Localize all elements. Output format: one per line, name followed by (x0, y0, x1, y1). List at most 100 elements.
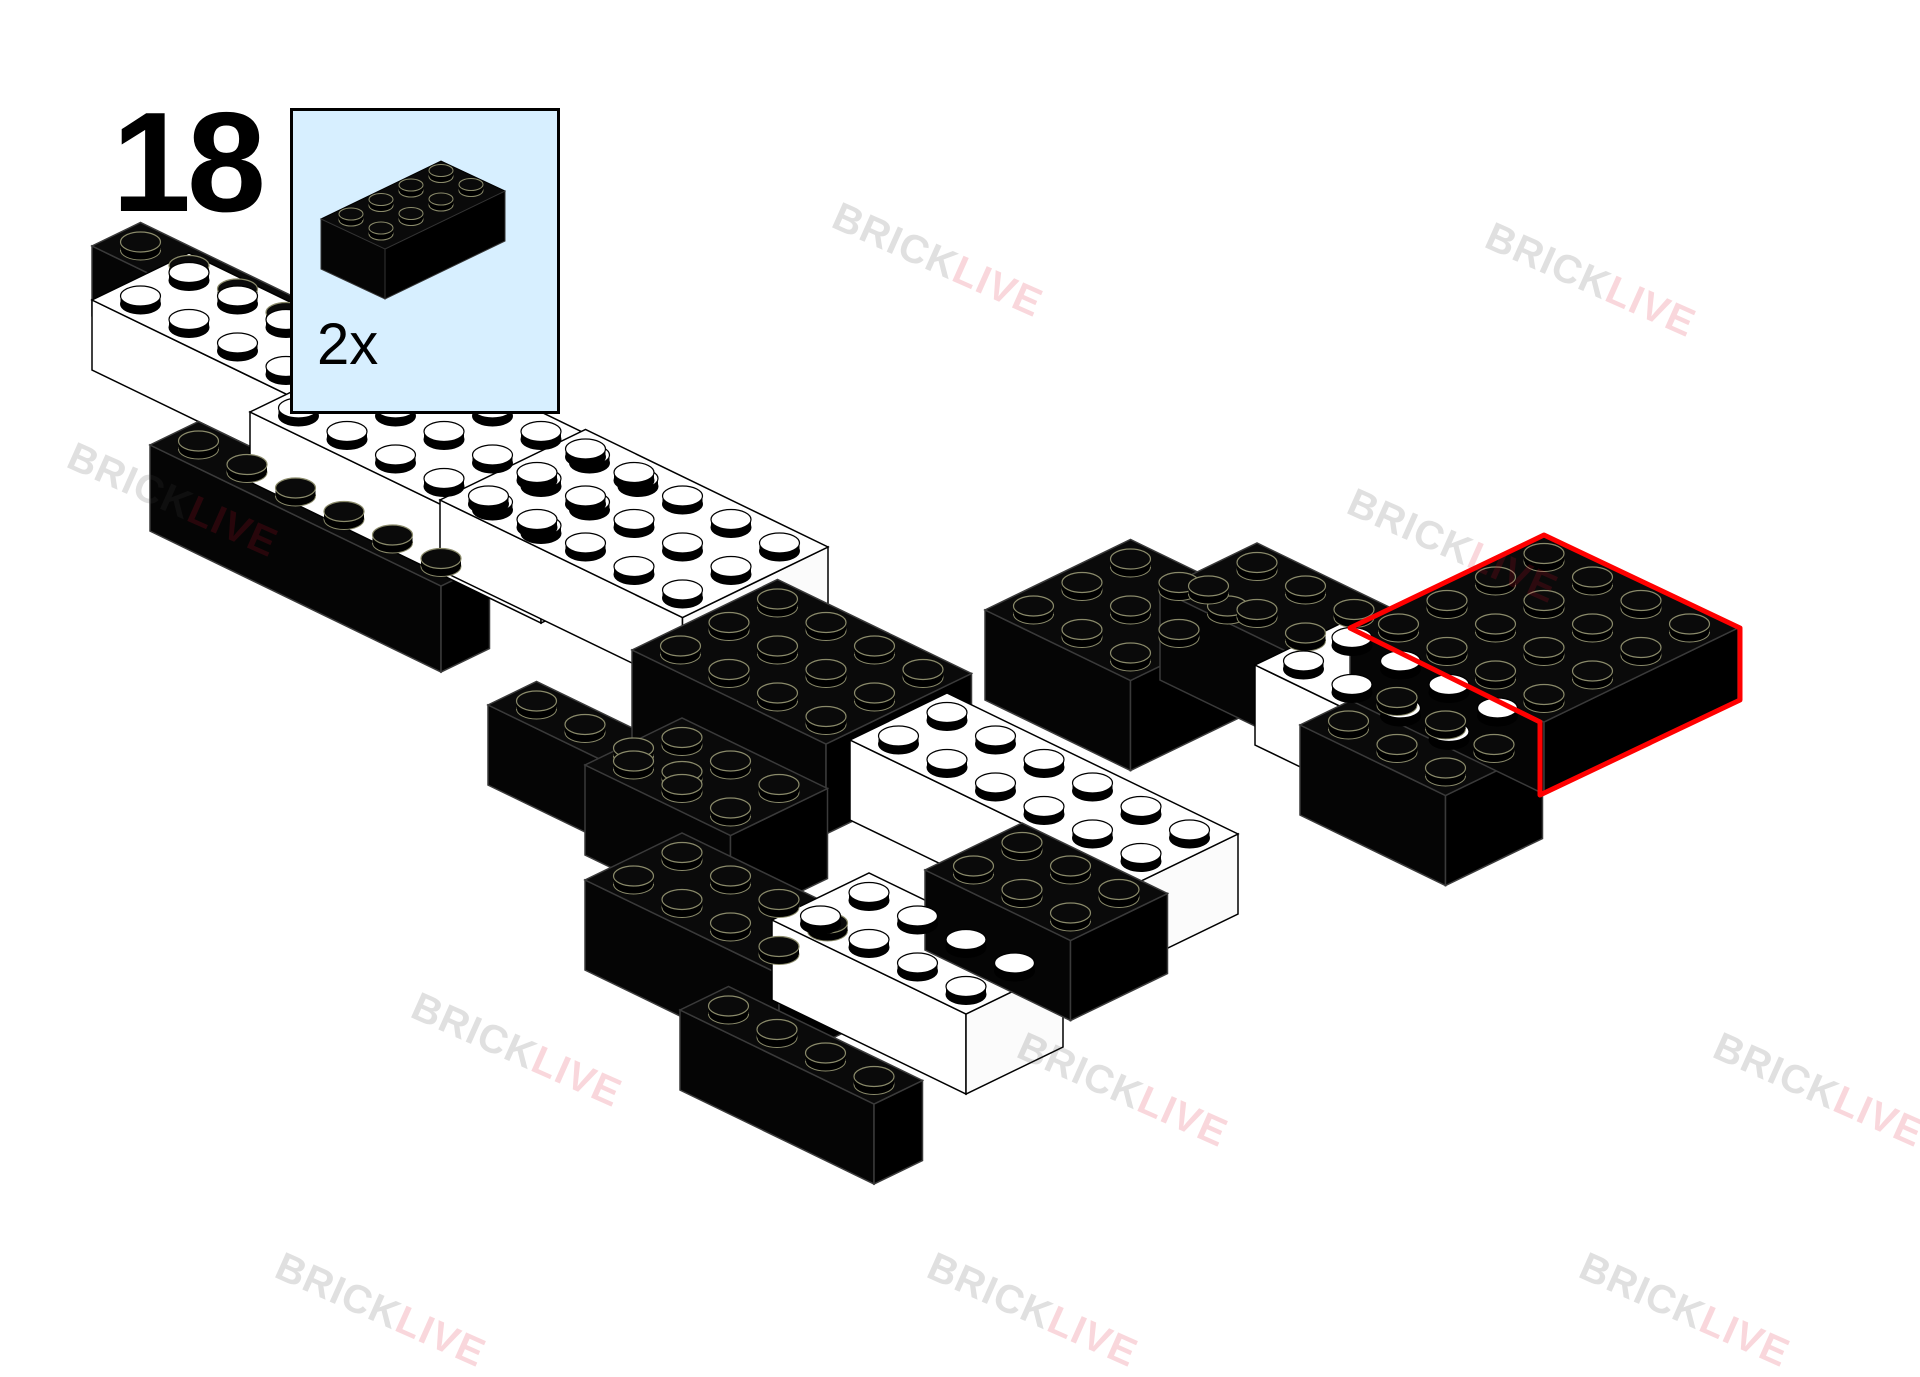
stud (805, 658, 847, 688)
stud (805, 611, 847, 641)
stud (1523, 683, 1565, 713)
stud (1187, 575, 1230, 605)
stud (758, 888, 800, 918)
stud (119, 231, 162, 261)
stud (709, 865, 752, 895)
stud (1571, 660, 1614, 690)
stud (1109, 548, 1152, 578)
black-brick (923, 822, 1170, 1022)
icon-stud (338, 207, 364, 227)
stud (1284, 575, 1327, 605)
stud (274, 477, 317, 507)
stud (613, 555, 655, 585)
stud (1424, 710, 1467, 740)
stud (420, 547, 462, 577)
stud (896, 952, 939, 982)
stud (1282, 650, 1325, 680)
stud (564, 532, 607, 562)
stud (1571, 613, 1614, 643)
stud (1571, 566, 1614, 596)
stud (168, 261, 210, 291)
stud (564, 485, 607, 515)
stud (993, 952, 1036, 982)
stud (1049, 902, 1092, 932)
stud (1012, 595, 1055, 625)
stud (467, 485, 510, 515)
stud (1061, 571, 1103, 601)
stud (423, 420, 465, 450)
stud (177, 430, 220, 460)
stud (1377, 613, 1420, 643)
stud (952, 855, 995, 885)
stud (661, 773, 703, 803)
stud (1001, 831, 1043, 861)
stud (708, 658, 750, 688)
stud (371, 524, 414, 554)
stud (1158, 618, 1200, 648)
stud (708, 611, 750, 641)
stud (1001, 878, 1043, 908)
stud (799, 905, 842, 935)
stud (1333, 598, 1375, 628)
stud (1474, 613, 1517, 643)
stud (216, 285, 259, 315)
stud (661, 532, 704, 562)
stud (1474, 566, 1517, 596)
stud (661, 579, 704, 609)
stud (756, 635, 799, 665)
icon-stud (428, 164, 454, 183)
stud (520, 420, 562, 450)
stud (926, 701, 968, 731)
stud (709, 750, 752, 780)
stud (709, 912, 752, 942)
stud (758, 773, 800, 803)
stud (613, 508, 655, 538)
stud (326, 420, 368, 450)
stud (926, 748, 968, 778)
parts-list-callout: 2x (290, 108, 560, 414)
stud (471, 444, 514, 474)
icon-stud (428, 192, 454, 212)
stud (661, 726, 703, 756)
stud (1049, 855, 1092, 885)
icon-stud (398, 178, 424, 198)
stud (853, 682, 896, 712)
stud (756, 1018, 798, 1048)
stud (374, 444, 417, 474)
stud (1098, 878, 1140, 908)
stud (1473, 733, 1515, 763)
stud (1284, 622, 1327, 652)
stud (945, 928, 987, 958)
stud (758, 935, 800, 965)
stud (896, 905, 939, 935)
brick-2x4-studs (338, 164, 484, 241)
stud (613, 461, 655, 491)
stud (612, 865, 655, 895)
stud (758, 532, 801, 562)
stud (216, 332, 259, 362)
stud (853, 1065, 895, 1095)
stud (1023, 795, 1065, 825)
stud (902, 658, 944, 688)
stud (1376, 686, 1418, 716)
stud (1109, 642, 1152, 672)
stud (1523, 542, 1565, 572)
stud (1109, 595, 1152, 625)
stud (1120, 842, 1162, 872)
stud (1476, 697, 1519, 727)
stud (1120, 795, 1162, 825)
stud (226, 453, 268, 483)
stud (1424, 757, 1467, 787)
stud (1236, 598, 1278, 628)
stud (974, 772, 1017, 802)
stud (848, 928, 890, 958)
stud (709, 797, 752, 827)
stud (756, 682, 799, 712)
icon-stud (458, 178, 484, 197)
stud (707, 995, 750, 1025)
stud (1426, 636, 1468, 666)
black-brick (1298, 677, 1545, 887)
stud (1331, 673, 1373, 703)
stud (710, 508, 752, 538)
